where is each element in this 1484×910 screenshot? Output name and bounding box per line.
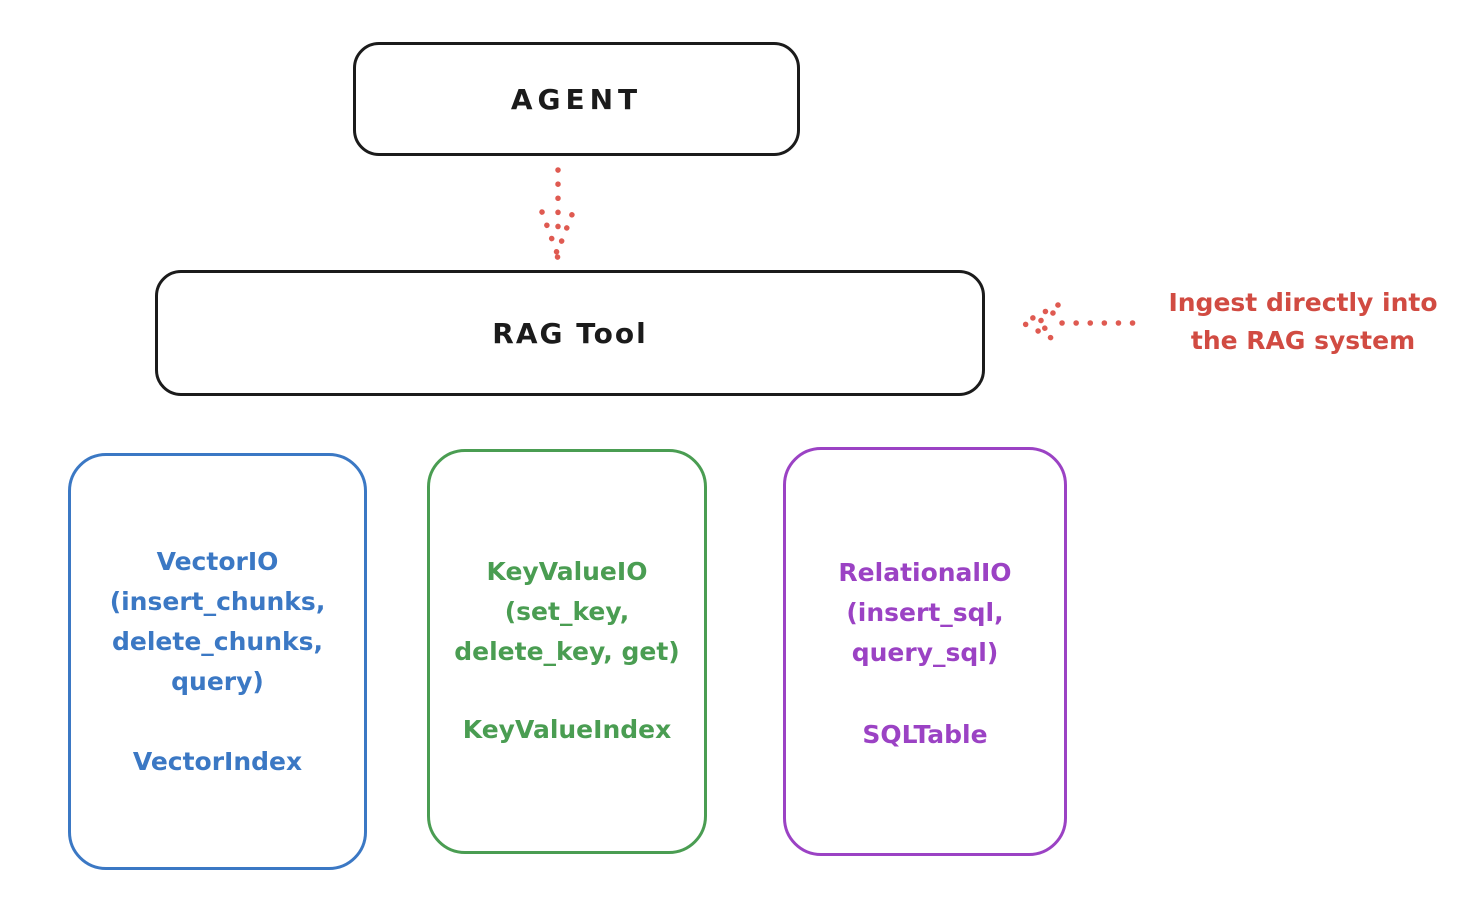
keyvalue-index-label: KeyValueIndex bbox=[462, 715, 672, 744]
keyvalue-io-methods: KeyValueIO (set_key, delete_key, get) bbox=[454, 557, 680, 666]
vector-io-methods: VectorIO (insert_chunks, delete_chunks, … bbox=[109, 547, 326, 696]
agent-node: AGENT bbox=[353, 42, 800, 156]
vector-index-label: VectorIndex bbox=[132, 747, 303, 776]
relational-io-node: RelationalIO (insert_sql, query_sql) SQL… bbox=[783, 447, 1067, 856]
vector-io-node: VectorIO (insert_chunks, delete_chunks, … bbox=[68, 453, 367, 870]
rag-tool-node: RAG Tool bbox=[155, 270, 985, 396]
annotation-to-rag-arrow bbox=[1017, 302, 1139, 344]
ingest-annotation: Ingest directly into the RAG system bbox=[1168, 288, 1438, 355]
rag-tool-label: RAG Tool bbox=[492, 316, 648, 350]
sql-table-label: SQLTable bbox=[862, 720, 988, 749]
agent-to-rag-arrow bbox=[539, 167, 576, 261]
agent-label: AGENT bbox=[510, 82, 643, 116]
keyvalue-io-node: KeyValueIO (set_key, delete_key, get) Ke… bbox=[427, 449, 707, 854]
relational-io-methods: RelationalIO (insert_sql, query_sql) bbox=[838, 558, 1012, 667]
